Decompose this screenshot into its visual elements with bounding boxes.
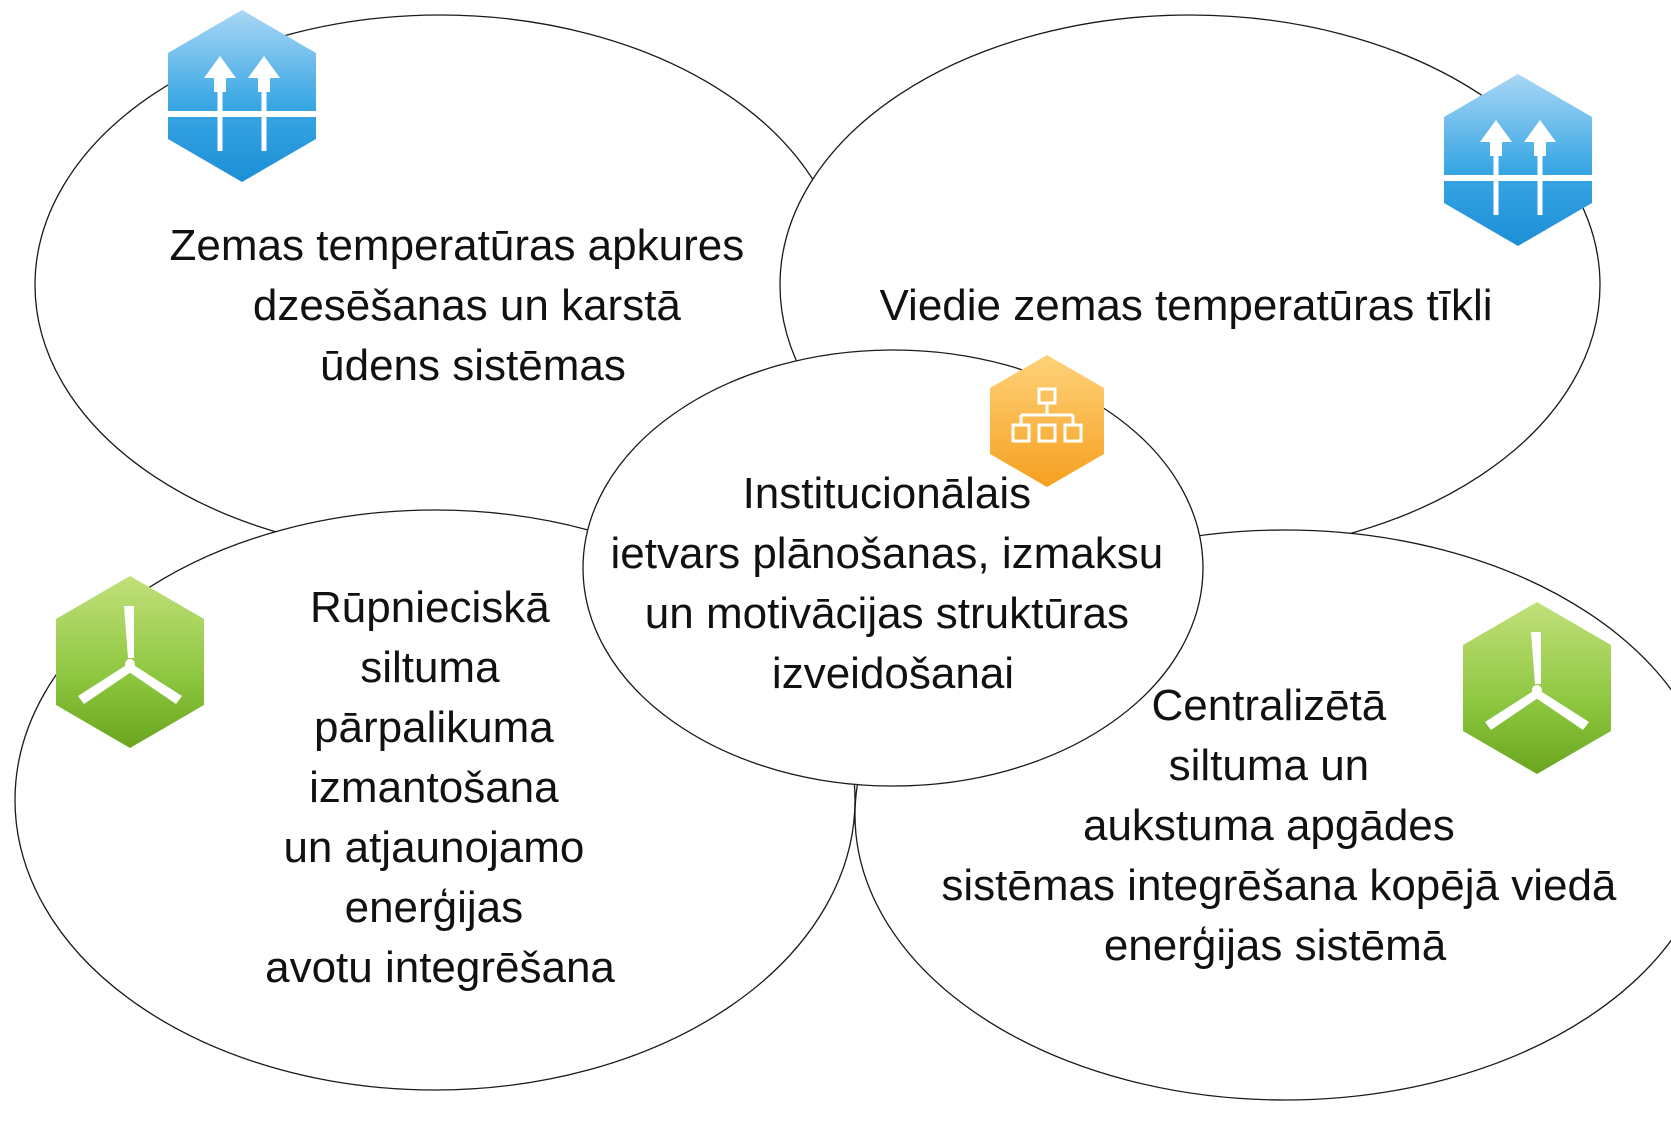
- org-chart-icon: [990, 355, 1104, 487]
- bottom-right-label: Centralizētā siltuma un aukstuma apgādes…: [941, 681, 1628, 970]
- bottom-left-label: Rūpnieciskā siltuma pārpalikuma izmantoš…: [265, 583, 615, 992]
- top-right-label: Viedie zemas temperatūras tīkli: [879, 281, 1492, 330]
- center-label: Institucionālais ietvars plānošanas, izm…: [611, 469, 1176, 698]
- heat-network-icon: [168, 10, 316, 182]
- wind-turbine-icon: [56, 576, 204, 748]
- wind-turbine-icon: [1463, 602, 1611, 774]
- heat-network-icon: [1444, 74, 1592, 246]
- top-left-label: Zemas temperatūras apkures dzesēšanas un…: [170, 221, 757, 390]
